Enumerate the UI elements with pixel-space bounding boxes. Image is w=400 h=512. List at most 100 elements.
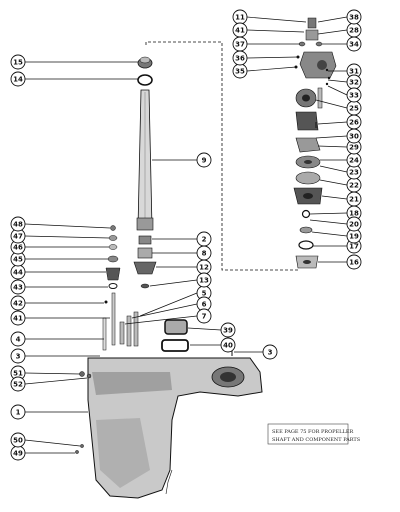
callout-leader (317, 16, 348, 23)
callout-12-right: 12 (156, 259, 212, 275)
callout-number: 29 (349, 144, 359, 152)
callout-leader (317, 29, 348, 35)
callout-26-right: 26 (317, 114, 362, 130)
callout-43-left: 43 (10, 279, 108, 295)
callout-number: 39 (223, 327, 233, 335)
callout-number: 28 (349, 27, 359, 35)
callout-number: 2 (202, 236, 207, 244)
housing-bolts (75, 371, 92, 454)
callout-circle (346, 9, 362, 25)
callout-leader (319, 165, 348, 173)
callout-3-left: 3 (10, 348, 100, 364)
callout-leader (24, 223, 111, 229)
shift-rods (102, 292, 139, 351)
callout-21-right: 21 (321, 191, 362, 207)
callout-circle (232, 22, 248, 38)
callout-leader (246, 66, 297, 72)
callout-46-left: 46 (10, 239, 109, 255)
callout-number: 19 (349, 233, 359, 241)
callout-circle (346, 216, 362, 232)
callout-15-left: 15 (10, 54, 138, 70)
callout-number: 31 (349, 68, 359, 76)
seal-lower (161, 339, 189, 352)
callout-number: 50 (13, 437, 23, 445)
callout-47-left: 47 (10, 228, 110, 244)
callout-number: 35 (235, 68, 245, 76)
callout-18-right: 18 (309, 205, 362, 221)
callout-number: 49 (13, 450, 23, 458)
callout-number: 23 (349, 169, 359, 177)
callout-leader (327, 79, 348, 83)
callout-number: 36 (235, 55, 245, 63)
reference-note: SEE PAGE 75 FOR PROPELLER SHAFT AND COMP… (267, 423, 361, 445)
callout-20-right: 20 (309, 216, 362, 232)
callout-leader (309, 219, 348, 225)
callout-number: 24 (349, 157, 359, 165)
callout-number: 40 (223, 342, 233, 350)
callout-number: 37 (235, 41, 245, 49)
callout-circle (10, 310, 26, 326)
callout-number: 34 (349, 41, 359, 49)
callout-circle (196, 152, 212, 168)
callout-leader (187, 327, 222, 331)
callout-48-left: 48 (10, 216, 111, 232)
callout-circle (220, 337, 236, 353)
callout-number: 15 (13, 59, 23, 67)
callout-39-right: 39 (187, 322, 236, 338)
callout-33-right: 33 (327, 85, 362, 103)
callout-37-left: 37 (232, 36, 300, 52)
callout-52-left: 52 (10, 376, 88, 392)
callout-28-right: 28 (317, 22, 362, 38)
callout-leader (24, 235, 110, 239)
callout-34-right: 34 (322, 36, 362, 52)
callout-number: 32 (349, 79, 359, 87)
callout-leader (24, 377, 88, 385)
callout-number: 3 (16, 353, 21, 361)
seal-upper (164, 319, 188, 335)
gear-housing (87, 357, 263, 499)
callout-number: 3 (268, 349, 273, 357)
callout-leader (246, 29, 305, 33)
callout-circle (10, 404, 26, 420)
callout-number: 51 (13, 370, 23, 378)
callout-circle (10, 279, 26, 295)
callout-circle (10, 71, 26, 87)
callout-circle (346, 36, 362, 52)
callout-number: 14 (13, 76, 23, 84)
callout-9-right: 9 (152, 152, 212, 168)
callout-number: 20 (349, 221, 359, 229)
callout-circle (10, 348, 26, 364)
callout-51-left: 51 (10, 365, 81, 381)
callout-11-right: 11 (232, 9, 307, 25)
callout-circle (196, 272, 212, 288)
callout-number: 52 (13, 381, 23, 389)
callout-number: 43 (13, 284, 23, 292)
callout-circle (10, 295, 26, 311)
callout-number: 9 (202, 157, 207, 165)
dashed-reference-line (145, 41, 300, 271)
callout-32-right: 32 (327, 74, 362, 90)
callout-36-left: 36 (232, 50, 299, 66)
callout-circle (346, 87, 362, 103)
left-small-parts (105, 225, 121, 289)
callout-circle (220, 322, 236, 338)
callout-leader (139, 292, 198, 317)
callout-number: 41 (13, 315, 23, 323)
callout-19-right: 19 (311, 228, 362, 244)
callout-number: 18 (349, 210, 359, 218)
callout-circle (10, 331, 26, 347)
note-line-1: SEE PAGE 75 FOR PROPELLER (272, 429, 353, 435)
drive-shaft (136, 89, 154, 231)
callout-circle (10, 54, 26, 70)
callout-number: 16 (349, 259, 359, 267)
callout-number: 21 (349, 196, 359, 204)
callout-leader (327, 85, 348, 96)
callout-49-left: 49 (10, 445, 75, 461)
callout-leader (315, 99, 348, 109)
callout-35-left: 35 (232, 63, 297, 79)
callout-8-right: 8 (152, 245, 212, 261)
callout-number: 12 (199, 264, 209, 272)
callout-circle (346, 128, 362, 144)
callout-7-right: 7 (124, 308, 212, 325)
